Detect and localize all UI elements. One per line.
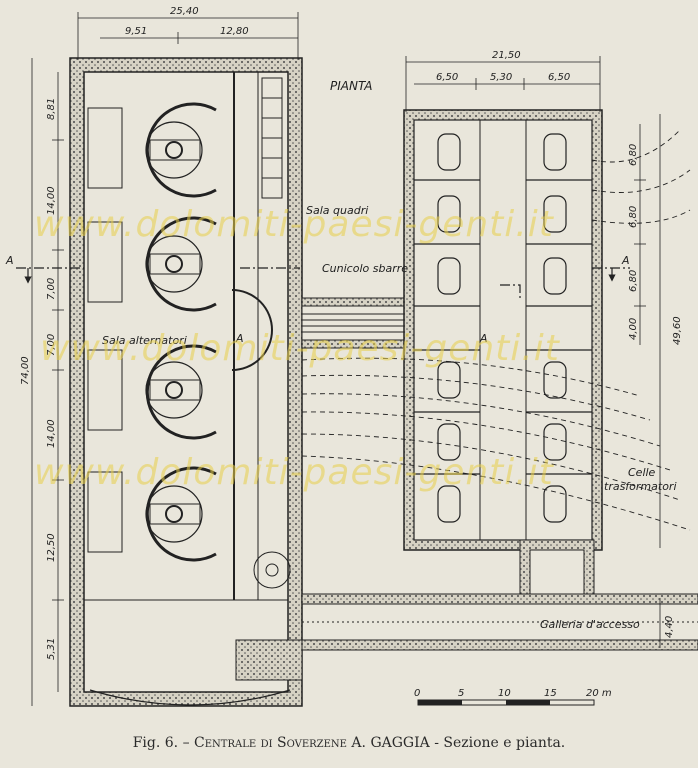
label-trasformatori: trasformatori xyxy=(604,480,677,493)
figure-caption: Fig. 6. – Centrale di Soverzene A. GAGGI… xyxy=(0,735,698,751)
dim-right-total: 21,50 xyxy=(492,50,521,61)
generator-1 xyxy=(87,102,217,198)
dim-left-6: 12,50 xyxy=(46,533,57,562)
caption-title: Centrale di Soverzene A. GAGGIA xyxy=(194,735,430,751)
room-labels: PIANTA Sala quadri Cunicolo sbarre Sala … xyxy=(5,79,677,631)
control-console xyxy=(231,289,273,371)
watermark-text-2: www.dolomiti-paesi-genti.it xyxy=(40,328,561,369)
dim-left-1: 8,81 xyxy=(46,98,57,120)
busbar-tunnel xyxy=(301,297,420,349)
dim-left-3: 7,00 xyxy=(46,278,57,300)
dim-top-left: 9,51 xyxy=(125,26,147,37)
access-gallery xyxy=(235,539,698,681)
dim-top-total: 25,40 xyxy=(170,6,199,17)
scale-tick-15: 15 xyxy=(544,688,557,699)
dim-r-4: 4,00 xyxy=(628,318,639,340)
scale-bar: 0 5 10 15 20 m xyxy=(414,688,612,706)
scale-tick-0: 0 xyxy=(414,688,420,699)
dimension-labels: 25,40 9,51 12,80 21,50 6,50 5,30 6,50 74… xyxy=(20,6,683,660)
label-pianta: PIANTA xyxy=(330,79,372,93)
watermark-text-3: www.dolomiti-paesi-genti.it xyxy=(34,452,555,493)
dim-r-3: 6,80 xyxy=(628,270,639,292)
dimension-lines xyxy=(31,12,661,706)
dim-gallery: 4,40 xyxy=(664,616,675,638)
label-section-a-right: A xyxy=(621,254,630,267)
scale-tick-20: 20 m xyxy=(586,688,612,699)
dim-r-2: 6,80 xyxy=(628,206,639,228)
dim-r-total: 49,60 xyxy=(672,316,683,345)
label-section-a-left: A xyxy=(5,254,14,267)
dim-right-2: 5,30 xyxy=(490,72,512,83)
caption-suffix: - Sezione e pianta. xyxy=(429,735,566,751)
dim-left-total: 74,00 xyxy=(20,356,31,385)
label-section-a-center: A xyxy=(235,332,244,345)
generator-3 xyxy=(87,344,217,440)
dim-left-2: 14,00 xyxy=(46,186,57,215)
scale-tick-10: 10 xyxy=(498,688,511,699)
dim-left-4: 7,00 xyxy=(46,334,57,356)
label-celle: Celle xyxy=(628,466,656,479)
generator-2 xyxy=(87,216,217,312)
label-sala-alternatori: Sala alternatori xyxy=(102,334,187,347)
power-hall xyxy=(69,57,303,707)
dim-right-1: 6,50 xyxy=(436,72,458,83)
section-line-a xyxy=(16,267,630,300)
dim-right-3: 6,50 xyxy=(548,72,570,83)
watermark: www.dolomiti-paesi-genti.it www.dolomiti… xyxy=(34,204,561,493)
label-galleria-accesso: Galleria d'accesso xyxy=(540,618,640,631)
label-cunicolo-sbarre: Cunicolo sbarre xyxy=(322,262,408,275)
watermark-text-1: www.dolomiti-paesi-genti.it xyxy=(34,204,555,245)
transformer-building xyxy=(403,109,603,551)
caption-prefix: Fig. 6. – xyxy=(132,735,195,751)
dim-left-5: 14,00 xyxy=(46,419,57,448)
generator-4 xyxy=(87,466,217,562)
dim-top-right: 12,80 xyxy=(220,26,249,37)
dim-left-7: 5,31 xyxy=(46,638,57,660)
label-sala-quadri: Sala quadri xyxy=(306,204,368,217)
scale-tick-5: 5 xyxy=(458,688,464,699)
cable-runs xyxy=(301,129,691,531)
transformer-units xyxy=(437,133,567,523)
dim-r-1: 6,80 xyxy=(628,144,639,166)
label-section-a-tunnel: A xyxy=(479,332,488,345)
